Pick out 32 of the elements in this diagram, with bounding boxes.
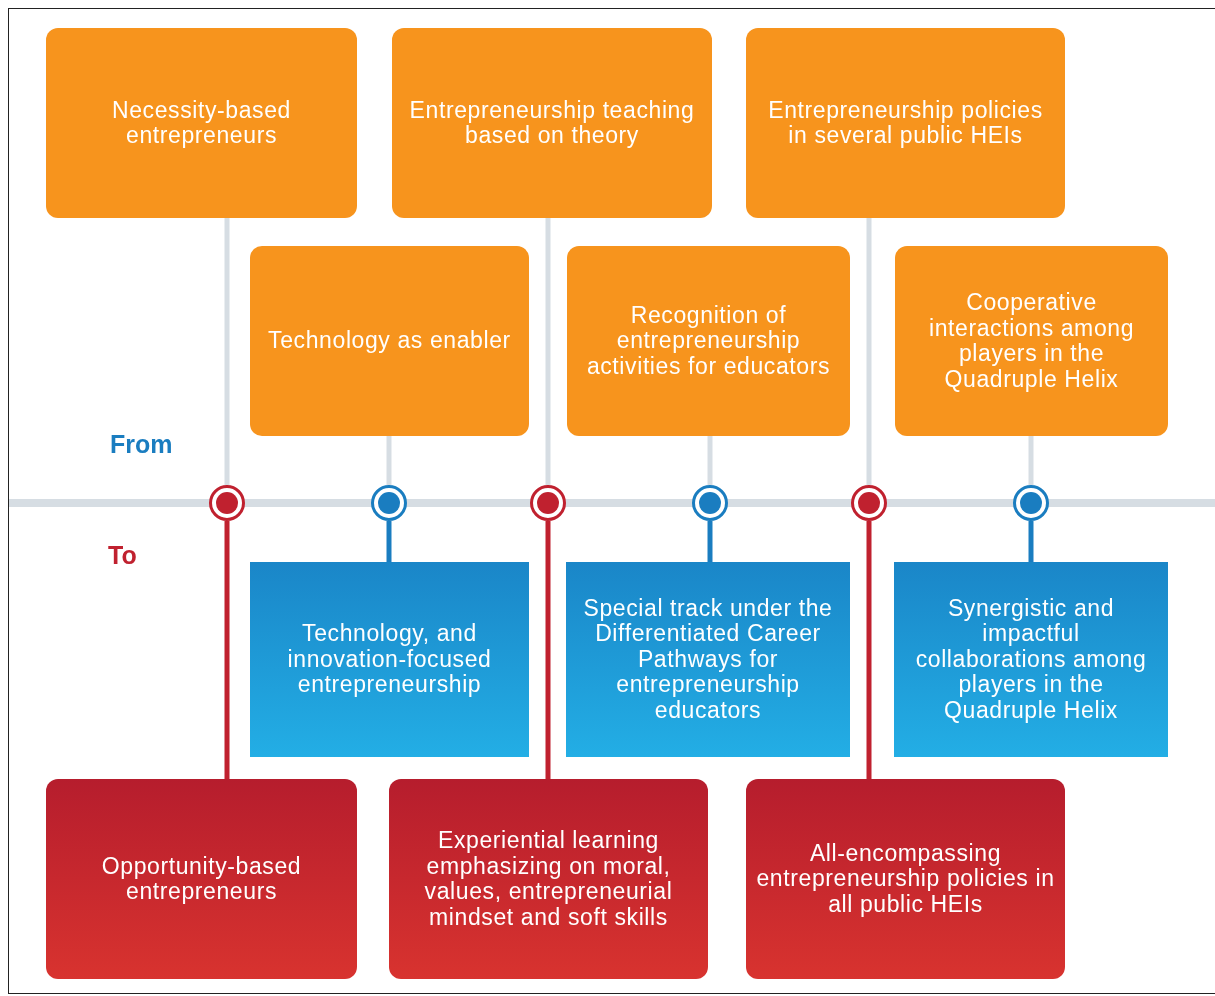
connector-line: [224, 218, 230, 485]
timeline-dot: [692, 485, 728, 521]
connector-line: [386, 436, 392, 485]
stage-box: Technology, and innovation-focused entrepreneurship: [250, 562, 529, 757]
row-label: To: [108, 541, 137, 570]
connector-line: [1028, 436, 1034, 485]
timeline-dot: [851, 485, 887, 521]
stage-box: Cooperative interactions among players in the Quadruple Helix: [895, 246, 1168, 436]
stage-box: All-encompassing entrepreneurship policies in all public HEIs: [746, 779, 1065, 979]
stage-box: Entrepreneurship teaching based on theory: [392, 28, 712, 218]
connector-line: [707, 436, 713, 485]
row-label: From: [110, 430, 173, 459]
stage-box: Synergistic and impactful collaborations among players in the Quadruple Helix: [894, 562, 1168, 757]
timeline-dot: [209, 485, 245, 521]
stage-box: Technology as enabler: [250, 246, 529, 436]
timeline-dot: [530, 485, 566, 521]
connector-line: [545, 218, 551, 485]
connector-line: [545, 521, 551, 779]
stage-box: Experiential learning emphasizing on moral, values, entrepreneurial mindset and soft skills: [389, 779, 708, 979]
stage-box: Special track under the Differentiated Career Pathways for entrepreneurship educators: [566, 562, 850, 757]
connector-line: [866, 218, 872, 485]
stage-box: Opportunity-based entrepreneurs: [46, 779, 357, 979]
timeline-dot: [1013, 485, 1049, 521]
connector-line: [707, 521, 713, 562]
stage-box: Necessity-based entrepreneurs: [46, 28, 357, 218]
connector-line: [866, 521, 872, 779]
connector-line: [386, 521, 392, 562]
stage-box: Recognition of entrepreneurship activities for educators: [567, 246, 850, 436]
timeline-dot: [371, 485, 407, 521]
connector-line: [224, 521, 230, 779]
connector-line: [1028, 521, 1034, 562]
stage-box: Entrepreneurship policies in several public HEIs: [746, 28, 1065, 218]
